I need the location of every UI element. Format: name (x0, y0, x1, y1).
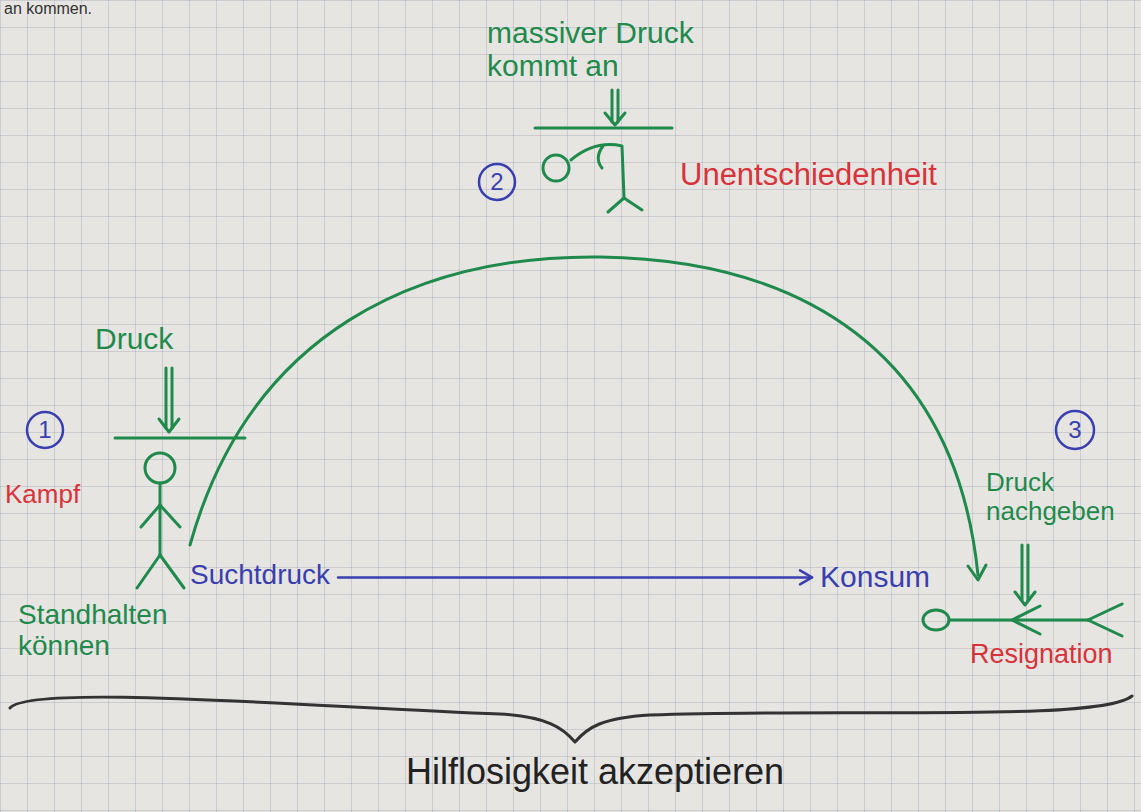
ability-label: Standhalten können (18, 600, 193, 662)
pressure-arrow (605, 90, 625, 125)
craving-arrow (338, 576, 812, 579)
consumption-label: Konsum (820, 560, 930, 593)
pressure-bar (115, 437, 245, 440)
bent-figure (543, 145, 642, 212)
pressure-bar (535, 127, 672, 130)
callout-number: 1 (38, 417, 51, 443)
arc-head (968, 565, 986, 580)
fragment-text: an kommen. (4, 0, 92, 18)
pressure-note: massiver Druck kommt an (487, 16, 727, 82)
callout-circle (1056, 411, 1094, 449)
pressure-arrow (159, 368, 179, 432)
state-label: Kampf (5, 480, 80, 509)
brace (10, 696, 1132, 742)
lying-figure (923, 604, 1122, 636)
arc-line (190, 257, 978, 575)
craving-arrowhead (800, 570, 812, 584)
callout-circle (27, 412, 63, 448)
pressure-arrow (1015, 545, 1035, 605)
state-label: Unentschiedenheit (680, 158, 937, 192)
callout-number: 2 (490, 169, 503, 195)
craving-label: Suchtdruck (190, 560, 330, 591)
summary-label: Hilflosigkeit akzeptieren (406, 752, 784, 792)
callout-circle (479, 164, 515, 200)
state-label: Resignation (970, 640, 1113, 670)
pressure-label: Druck (95, 322, 173, 355)
standing-figure (137, 453, 184, 588)
callout-number: 3 (1068, 417, 1081, 443)
pressure-note: Druck nachgeben (986, 468, 1126, 525)
